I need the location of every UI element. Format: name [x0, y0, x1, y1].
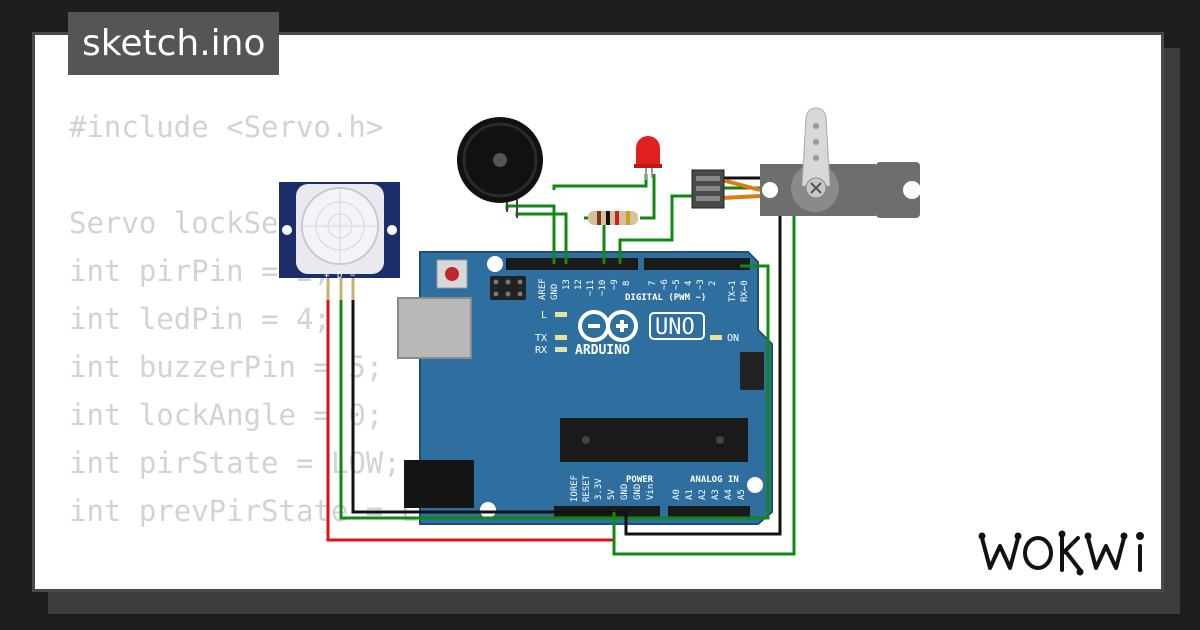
led-l-label: L	[541, 310, 547, 321]
arduino-logo-icon	[578, 310, 638, 342]
file-tab[interactable]: sketch.ino	[68, 12, 280, 75]
svg-text:IOREF: IOREF	[570, 475, 580, 502]
analog-header	[668, 506, 750, 518]
svg-text:TX→1: TX→1	[728, 280, 738, 302]
servo-lead-orange-2	[721, 194, 761, 200]
svg-text:RESET: RESET	[582, 474, 592, 502]
usb-port	[397, 297, 472, 359]
svg-text:A0: A0	[672, 489, 682, 500]
svg-text:GND: GND	[633, 484, 643, 500]
code-line-1: #include <Servo.h>	[69, 110, 384, 144]
pir-sensor[interactable]: + D −	[279, 182, 400, 300]
svg-text:Vin: Vin	[646, 484, 656, 500]
wokwi-logo[interactable]	[976, 526, 1152, 578]
svg-text:RX←0: RX←0	[740, 280, 750, 302]
resistor-body	[588, 211, 638, 225]
buzzer-hole-icon	[493, 153, 507, 167]
svg-text:GND: GND	[620, 484, 630, 500]
board-brand: ARDUINO	[575, 343, 630, 358]
mount-hole	[747, 477, 763, 493]
arduino-uno-board[interactable]: AREF GND 13 12 ~11 ~10 ~9 8 7 ~6 ~5 4 ~3…	[397, 251, 773, 525]
board-model: UNO	[655, 315, 695, 340]
svg-text:~9: ~9	[610, 279, 620, 290]
red-led[interactable]	[634, 136, 662, 180]
icsp-header	[490, 276, 526, 300]
svg-text:13: 13	[562, 279, 572, 290]
svg-text:A3: A3	[711, 489, 721, 500]
svg-text:3.3V: 3.3V	[594, 478, 604, 500]
digital-pin-labels: AREF GND 13 12 ~11 ~10 ~9 8 7 ~6 ~5 4 ~3…	[538, 278, 750, 302]
svg-text:8: 8	[622, 281, 632, 286]
svg-text:D: D	[337, 271, 342, 281]
code-line-7: int lockAngle = 0;	[69, 398, 384, 432]
led-on-label: ON	[727, 333, 739, 344]
svg-text:4: 4	[684, 281, 694, 286]
code-line-5: int ledPin = 4;	[69, 302, 331, 336]
power-pin-labels: IOREF RESET 3.3V 5V GND GND Vin	[570, 474, 656, 502]
svg-text:2: 2	[708, 281, 718, 286]
power-label: POWER	[626, 475, 654, 485]
servo-horn	[801, 107, 831, 187]
led-tx-label: TX	[535, 333, 547, 344]
wire-pir-signal	[339, 264, 770, 520]
code-line-6: int buzzerPin = 5;	[69, 350, 384, 384]
buzzer[interactable]	[457, 117, 543, 218]
digital-header-right	[644, 258, 750, 270]
led-on	[710, 335, 722, 340]
svg-text:A1: A1	[685, 489, 695, 500]
svg-text:−: −	[350, 271, 356, 281]
digital-header-left	[506, 258, 638, 270]
wire-servo-signal	[618, 194, 694, 264]
svg-text:~10: ~10	[598, 280, 608, 296]
servo-tab	[876, 162, 920, 218]
svg-text:+: +	[324, 271, 330, 281]
svg-text:~5: ~5	[672, 279, 682, 290]
led-l	[555, 312, 567, 317]
pir-pins	[326, 278, 355, 300]
mount-hole	[487, 256, 503, 272]
code-editor: #include <Servo.h>Servo lockServo;int pi…	[69, 103, 471, 589]
svg-text:A4: A4	[724, 489, 734, 500]
svg-text:7: 7	[648, 281, 658, 286]
svg-text:AREF: AREF	[538, 278, 548, 300]
svg-text:~11: ~11	[586, 280, 596, 296]
reset-button-cap	[445, 267, 459, 281]
pir-pin-labels: + D −	[324, 271, 356, 281]
digital-label: DIGITAL (PWM ~)	[625, 293, 706, 303]
analog-label: ANALOG IN	[690, 475, 739, 485]
svg-text:A5: A5	[737, 489, 747, 500]
wire-led-gnd	[552, 174, 648, 190]
code-line-4: int pirPin = 2;	[69, 254, 331, 288]
wire-led-anode	[640, 174, 656, 220]
led-rx-label: RX	[535, 345, 547, 356]
led-tx	[555, 335, 567, 340]
svg-text:~3: ~3	[696, 279, 706, 290]
servo-motor[interactable]	[691, 107, 921, 218]
svg-text:~6: ~6	[660, 279, 670, 290]
led-rx	[555, 347, 567, 352]
mount-hole	[480, 502, 496, 518]
analog-pin-labels: A0 A1 A2 A3 A4 A5	[672, 489, 747, 500]
power-jack	[404, 460, 474, 508]
svg-text:A2: A2	[698, 489, 708, 500]
svg-text:12: 12	[574, 279, 584, 290]
servo-lead-orange	[721, 178, 761, 192]
led-bulb-icon	[636, 136, 660, 166]
resistor[interactable]	[588, 211, 638, 225]
svg-text:GND: GND	[550, 284, 560, 300]
icsp-header-2	[740, 352, 764, 390]
servo-screw-icon	[810, 182, 822, 194]
svg-text:5V: 5V	[607, 489, 617, 500]
code-line-8: int pirState = LOW;	[69, 446, 401, 480]
uno-badge	[649, 312, 705, 340]
